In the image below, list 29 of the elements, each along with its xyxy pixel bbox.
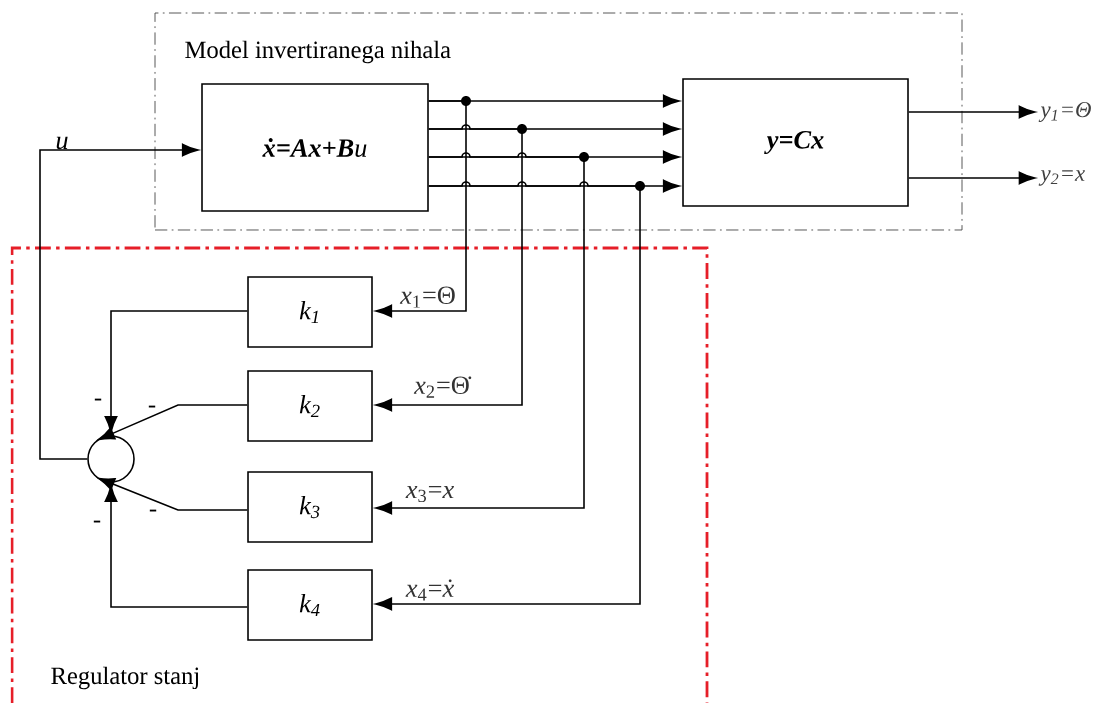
arrow: [908, 171, 1036, 185]
edge-label: -: [148, 405, 156, 408]
block-box: k$_{1}$: [247, 276, 373, 348]
arrow: [98, 404, 248, 441]
arrow: [39, 143, 199, 460]
edge-label: u: [56, 136, 68, 150]
summing-junction: [87, 435, 135, 483]
edge-label: -: [149, 509, 157, 512]
output-label: y$_{1}$=Θ: [1038, 101, 1091, 123]
edge-label: x$_{3}$=x: [405, 485, 454, 503]
block-box: ẋ=Ax+Bu: [201, 83, 429, 212]
block-box: k$_{4}$: [247, 569, 373, 641]
feedback-arrow: [375, 96, 471, 318]
feedback-arrow: [375, 124, 527, 412]
arrow: [98, 477, 248, 511]
block-box: y=Cx: [682, 78, 909, 207]
arrow: [104, 485, 248, 608]
arrow: [908, 105, 1036, 119]
feedback-arrow: [375, 181, 645, 611]
output-label: y$_{2}$=x: [1038, 170, 1085, 186]
block-box: k$_{2}$: [247, 370, 373, 442]
feedback-arrow: [375, 152, 589, 515]
edge-label: -: [94, 398, 102, 401]
edge-label: x$_{4}$=ẋ: [405, 579, 455, 601]
edge-label: x$_{1}$=Θ: [399, 286, 455, 308]
block-box: k$_{3}$: [247, 471, 373, 543]
edge-label: -: [93, 520, 101, 523]
edge-label: x$_{2}$=Θ̇: [413, 376, 472, 398]
arrow: [104, 310, 248, 433]
